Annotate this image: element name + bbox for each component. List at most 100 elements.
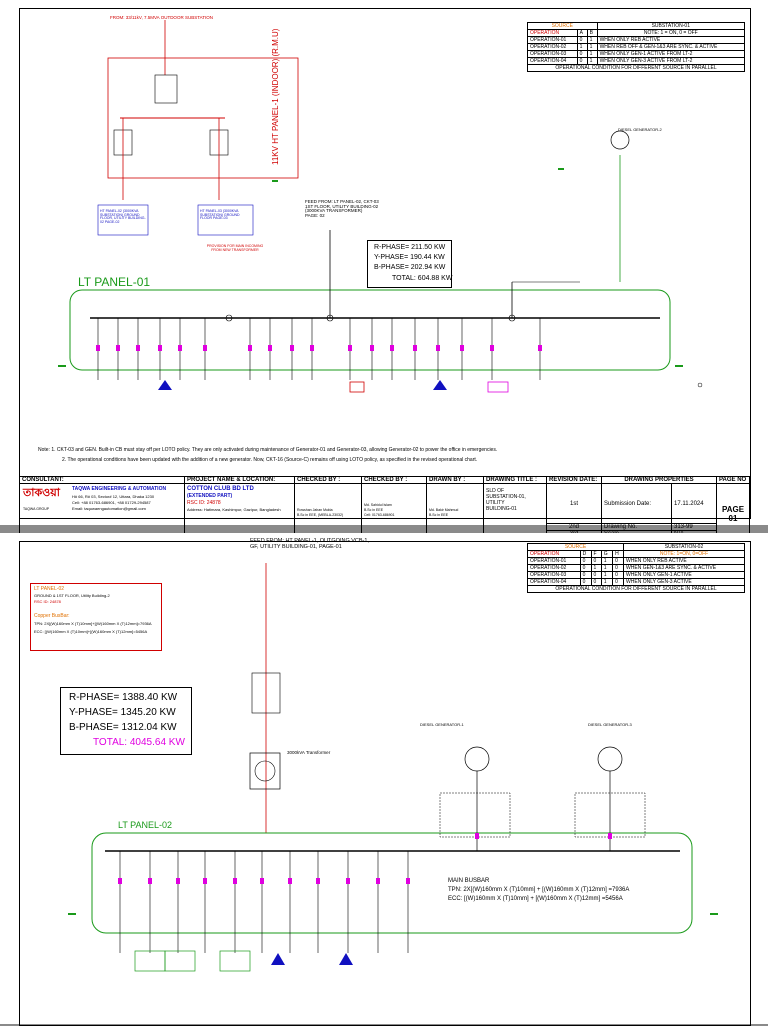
submission-label: Submission Date: (601, 483, 672, 524)
cell: 0 (576, 36, 588, 44)
lt-panel-rsc: RSC ID: 24878 (34, 599, 61, 604)
project-rsc: RSC ID: 24878 (187, 500, 221, 506)
sld-diagram-2 (68, 563, 718, 972)
cell: 1 (586, 57, 598, 65)
table-substation-heading-2: SUBSTATION-02 (623, 543, 745, 551)
cell: 1 (590, 564, 602, 572)
project-subname: (EXTENDED PART) (187, 493, 233, 499)
generator-1-label: DIESEL GENERATOR-1 (420, 722, 464, 727)
cell: 1 (600, 578, 614, 586)
table-source-heading: SOURCE (527, 22, 598, 30)
col-g: G (600, 550, 614, 558)
cell: 0 (579, 578, 592, 586)
drawing-properties-header: DRAWING PROPERTIES (601, 476, 717, 484)
cell: 0 (579, 571, 592, 579)
cell: 1 (600, 557, 614, 565)
revision-1: 1st (546, 483, 602, 524)
incoming-supply-label: FROM: 33/11kV, 7.5MVA OUTDOOR SUBSTATION (110, 15, 214, 20)
table-source-heading-2: SOURCE (526, 543, 625, 551)
cell: WHEN ONLY GEN-1 ACTIVE FROM LT-2 (596, 50, 746, 58)
revision-2: 2nd (546, 523, 602, 531)
cell: WHEN ONLY GEN-3 ACTIVE FROM LT-2 (596, 57, 746, 65)
cell: 1 (586, 50, 598, 58)
phase-load-summary-2: R-PHASE= 1388.40 KW Y-PHASE= 1345.20 KW … (60, 687, 192, 755)
company-name: TAQWA ENGINEERING & AUTOMATION (72, 486, 167, 492)
col-a: A (576, 29, 588, 37)
cell: 1 (600, 571, 614, 579)
lt-panel-location: GROUND & 1ST FLOOR, Utility Building-2 (34, 593, 110, 598)
cell: OPERATION-01 (527, 36, 578, 44)
cell: OPERATION-02 (527, 43, 578, 51)
cell: 0 (590, 557, 602, 565)
col-operation-2: OPERATION (527, 550, 581, 558)
cell: 0 (612, 578, 625, 586)
drafter: Md. Bakir Mahmud B.Sc in EEE (429, 508, 459, 517)
ht-panel-label: 11KV HT PANEL-1 (INDOOR) (R.M.U) (271, 28, 280, 165)
feed-from-label: FEED FROM: LT PANEL-02, CKT-03 1ST FLOOR… (305, 199, 379, 218)
drawing-sheet-2: FEED FROM: HT PANEL-1, OUTGOING VCB-1, G… (0, 533, 768, 1026)
project-name: COTTON CLUB BD LTD (187, 486, 254, 492)
b-phase-load-2: B-PHASE= 1312.04 KW (69, 722, 177, 733)
cell: 1 (586, 43, 598, 51)
cell: OPERATION-03 (527, 50, 578, 58)
total-load: TOTAL: 604.88 KW (392, 275, 453, 282)
phase-load-summary-1: R-PHASE= 211.50 KW Y-PHASE= 190.44 KW B-… (367, 240, 452, 288)
page-no-header: PAGE NO (716, 476, 750, 484)
consultant-header: CONSULTANT: (19, 476, 185, 484)
cell: 1 (576, 43, 588, 51)
cell: OPERATION-03 (527, 571, 581, 579)
sld-diagram-1 (58, 20, 703, 393)
checked-by-header-2: CHECKED BY : (361, 476, 427, 484)
cell: 0 (576, 50, 588, 58)
drawing-title: SLD OF SUBSTATION-01, UTILITY BUILDING-0… (486, 488, 526, 512)
cell: OPERATION-01 (527, 557, 581, 565)
page-label: PAGE (721, 505, 745, 514)
busbar-tpn: TPN: 2X[(W)160mm X (T)10mm]+[(W)160mm X … (34, 621, 152, 626)
revision-date-header: REVISION DATE: (546, 476, 602, 484)
logo-subtitle: TAQWA GROUP (23, 507, 50, 511)
table-substation-heading: SUBSTATION-01 (596, 22, 746, 30)
total-load-2: TOTAL: 4045.64 KW (93, 737, 185, 748)
cell: 0 (590, 578, 602, 586)
cell: OPERATION-04 (527, 57, 578, 65)
project-header: PROJECT NAME & LOCATION: (184, 476, 295, 484)
drawing-sheet-1: FROM: 33/11kV, 7.5MVA OUTDOOR SUBSTATION… (0, 0, 768, 545)
cell: 0 (612, 564, 625, 572)
note-2: 2. The operational conditions have been … (62, 457, 478, 463)
company-address: H# 66, R# 03, Sector# 12, Uttara, Dhaka … (72, 494, 155, 499)
drawn-by-header: DRAWN BY : (426, 476, 484, 484)
checker-1: Rowshan Jahan Mukta B.Sc in EEE, (MEBLA-… (297, 508, 344, 517)
lt-panel-title-2: LT PANEL-02 (118, 820, 173, 830)
col-f: F (590, 550, 602, 558)
cell: OPERATION-04 (527, 578, 581, 586)
note-1: Note: 1. CKT-03 and GEN. Built-in CB mus… (38, 447, 498, 453)
cell: 0 (579, 557, 592, 565)
cell: 0 (612, 557, 625, 565)
cell: 0 (579, 564, 592, 572)
cell: WHEN ONLY GEN-3 ACTIVE (623, 578, 745, 586)
cell: 1 (600, 564, 614, 572)
drawing-no: 313-99 (671, 523, 717, 531)
generator-3-label: DIESEL GENERATOR-3 (588, 722, 632, 727)
cell: WHEN ONLY REB ACTIVE (623, 557, 745, 565)
main-busbar-ecc: ECC: [(W)160mm X (T)10mm] + [(W)160mm X … (448, 896, 623, 902)
drawing-no-label: Drawing No. (601, 523, 672, 531)
cell: WHEN GEN-1&3 ARE SYNC. & ACTIVE (623, 564, 745, 572)
lt-panel-heading: LT PANEL-02 (34, 586, 65, 592)
r-phase-load-2: R-PHASE= 1388.40 KW (69, 692, 178, 703)
provision-note: PROVISION FOR MAIN INCOMING FROM NEW TRA… (206, 244, 264, 252)
table-caption-2: OPERATIONAL CONDITION FOR DIFFERENT SOUR… (527, 585, 745, 593)
checker-2: Md. Sahidul Islam B.Sc in EEE Cell: 0176… (364, 503, 395, 517)
main-busbar-heading: MAIN BUSBAR (448, 878, 490, 884)
cell: 0 (612, 571, 625, 579)
cell: WHEN REB OFF & GEN-1&3 ARE SYNC. & ACTIV… (596, 43, 746, 51)
company-logo: তাকওয়া (23, 487, 60, 499)
